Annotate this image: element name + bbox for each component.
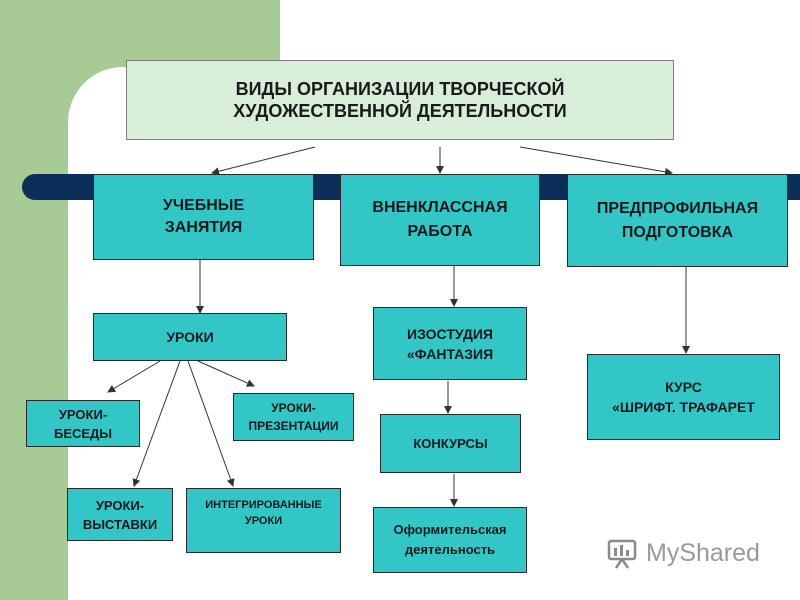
lessons-box: УРОКИ bbox=[93, 313, 287, 361]
lesson-conversations-line2: БЕСЕДЫ bbox=[53, 425, 113, 441]
lessons-label: УРОКИ bbox=[166, 329, 214, 345]
title-line1: ВИДЫ ОРГАНИЗАЦИИ ТВОРЧЕСКОЙ bbox=[235, 79, 565, 99]
art-studio-line1: ИЗОСТУДИЯ bbox=[407, 325, 493, 342]
watermark-text: MyShared bbox=[646, 538, 760, 567]
arrow-lessons-to-exhibitions bbox=[132, 360, 181, 487]
preprofile-line2: ПОДГОТОВКА bbox=[621, 223, 734, 241]
watermark-logo: MyShared bbox=[606, 536, 760, 570]
lesson-conversations-box: УРОКИ- БЕСЕДЫ bbox=[26, 400, 140, 447]
arrow-title-to-academic bbox=[211, 146, 316, 176]
academic-classes-box: УЧЕБНЫЕ ЗАНЯТИЯ bbox=[93, 174, 314, 260]
design-activity-line1: Оформительская bbox=[393, 522, 507, 537]
lesson-exhibitions-line2: ВЫСТАВКИ bbox=[82, 516, 158, 532]
font-course-line2: «ШРИФТ. ТРАФАРЕТ bbox=[612, 399, 755, 415]
contests-label: КОНКУРСЫ bbox=[413, 436, 488, 451]
lesson-presentations-box: УРОКИ- ПРЕЗЕНТАЦИИ bbox=[233, 393, 354, 441]
extracurricular-line2: РАБОТА bbox=[407, 223, 473, 240]
title-box: ВИДЫ ОРГАНИЗАЦИИ ТВОРЧЕСКОЙ ХУДОЖЕСТВЕНН… bbox=[126, 60, 674, 140]
preprofile-line1: ПРЕДПРОФИЛЬНАЯ bbox=[596, 199, 759, 217]
design-activity-box: Оформительская деятельность bbox=[373, 507, 527, 573]
lesson-exhibitions-box: УРОКИ- ВЫСТАВКИ bbox=[67, 488, 173, 541]
extracurricular-line1: ВНЕНКЛАССНАЯ bbox=[372, 199, 508, 216]
presentation-icon bbox=[607, 539, 637, 569]
design-activity-line2: деятельность bbox=[404, 542, 496, 557]
arrow-title-to-preprofile bbox=[519, 146, 673, 176]
lesson-exhibitions-line1: УРОКИ- bbox=[95, 497, 145, 513]
academic-line2: ЗАНЯТИЯ bbox=[164, 219, 243, 236]
font-course-line1: КУРС bbox=[665, 379, 702, 395]
arrow-lessons-to-integrated bbox=[187, 360, 235, 487]
art-studio-box: ИЗОСТУДИЯ «ФАНТАЗИЯ bbox=[373, 307, 527, 380]
font-course-box: КУРС «ШРИФТ. ТРАФАРЕТ bbox=[587, 354, 780, 440]
academic-line1: УЧЕБНЫЕ bbox=[162, 197, 245, 214]
contests-box: КОНКУРСЫ bbox=[380, 414, 521, 473]
extracurricular-box: ВНЕНКЛАССНАЯ РАБОТА bbox=[340, 174, 540, 266]
lesson-integrated-line1: ИНТЕГРИРОВАННЫЕ bbox=[205, 499, 322, 511]
title-line2: ХУДОЖЕСТВЕННОЙ ДЕЯТЕЛЬНОСТИ bbox=[233, 101, 567, 121]
lesson-integrated-line2: УРОКИ bbox=[244, 515, 283, 527]
art-studio-line2: «ФАНТАЗИЯ bbox=[406, 345, 494, 362]
lesson-conversations-line1: УРОКИ- bbox=[58, 406, 108, 422]
preprofile-box: ПРЕДПРОФИЛЬНАЯ ПОДГОТОВКА bbox=[567, 174, 788, 267]
arrow-lessons-to-conversations bbox=[107, 360, 161, 393]
arrow-lessons-to-presentations bbox=[197, 360, 255, 387]
lesson-integrated-box: ИНТЕГРИРОВАННЫЕ УРОКИ bbox=[186, 488, 341, 553]
lesson-presentations-line2: ПРЕЗЕНТАЦИИ bbox=[248, 419, 339, 433]
lesson-presentations-line1: УРОКИ- bbox=[271, 401, 316, 415]
